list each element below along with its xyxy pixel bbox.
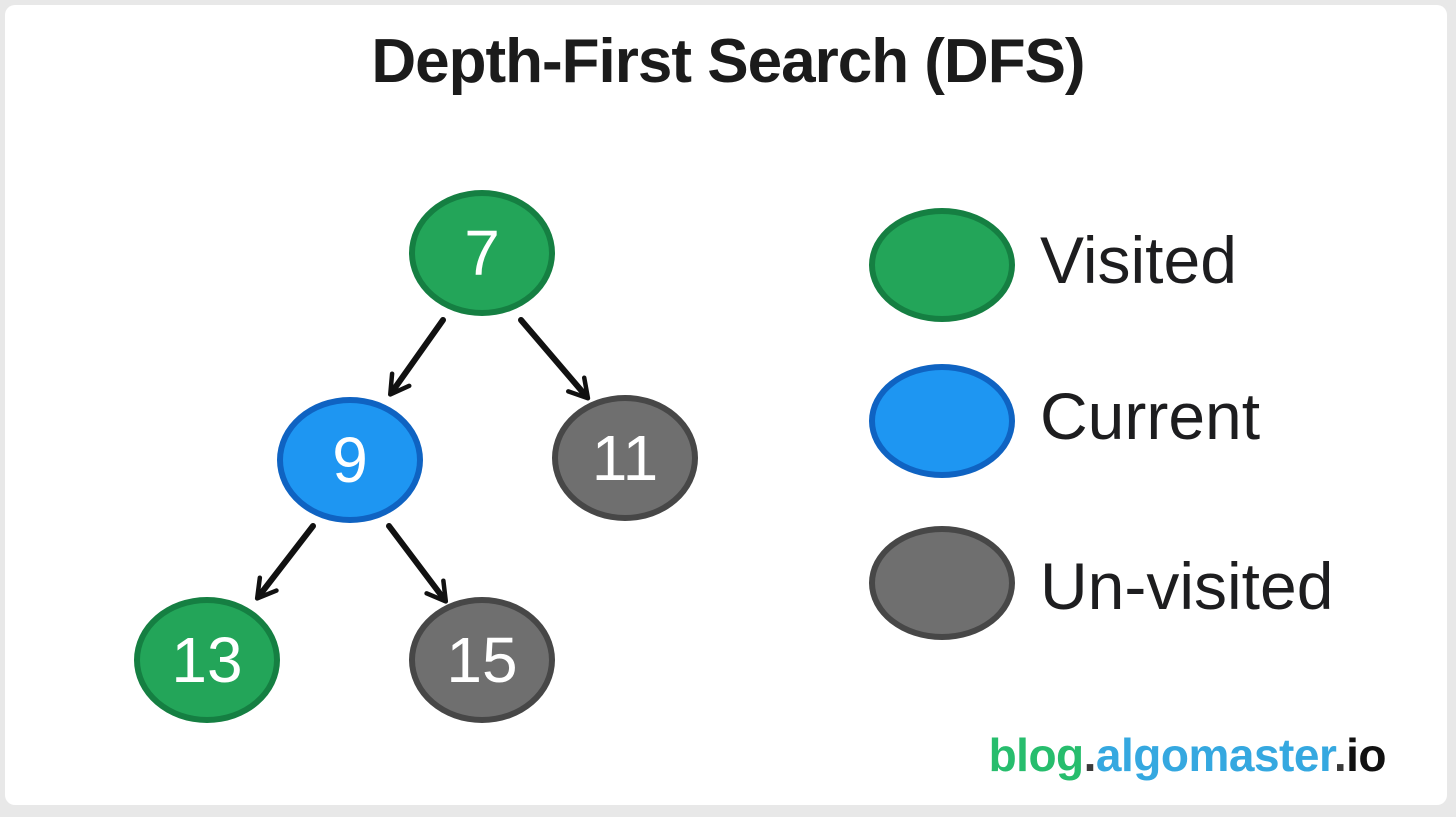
brand-part-dot2: . xyxy=(1333,729,1347,781)
tree-node-11: 11 xyxy=(552,395,698,521)
legend-label-unvisited: Un-visited xyxy=(1040,549,1334,623)
brand-part-io: io xyxy=(1346,729,1386,781)
brand-part-dot1: . xyxy=(1083,729,1097,781)
brand-watermark: blog.algomaster.io xyxy=(988,728,1387,782)
tree-node-7-label: 7 xyxy=(464,217,500,289)
legend-swatch-visited xyxy=(869,208,1015,322)
tree-node-9-label: 9 xyxy=(332,424,368,496)
brand-part-blog: blog xyxy=(988,729,1085,781)
legend-swatch-current xyxy=(869,364,1015,478)
tree-node-15-label: 15 xyxy=(446,624,518,696)
tree-node-13: 13 xyxy=(134,597,280,723)
legend-label-current: Current xyxy=(1040,379,1261,453)
tree-node-15: 15 xyxy=(409,597,555,723)
tree-node-9: 9 xyxy=(277,397,423,523)
page-title: Depth-First Search (DFS) xyxy=(371,27,1085,96)
legend-label-visited: Visited xyxy=(1040,223,1237,297)
legend-swatch-unvisited xyxy=(869,526,1015,640)
tree-node-13-label: 13 xyxy=(171,624,243,696)
brand-part-algomaster: algomaster xyxy=(1095,729,1334,781)
tree-node-7: 7 xyxy=(409,190,555,316)
tree-node-11-label: 11 xyxy=(591,422,659,494)
